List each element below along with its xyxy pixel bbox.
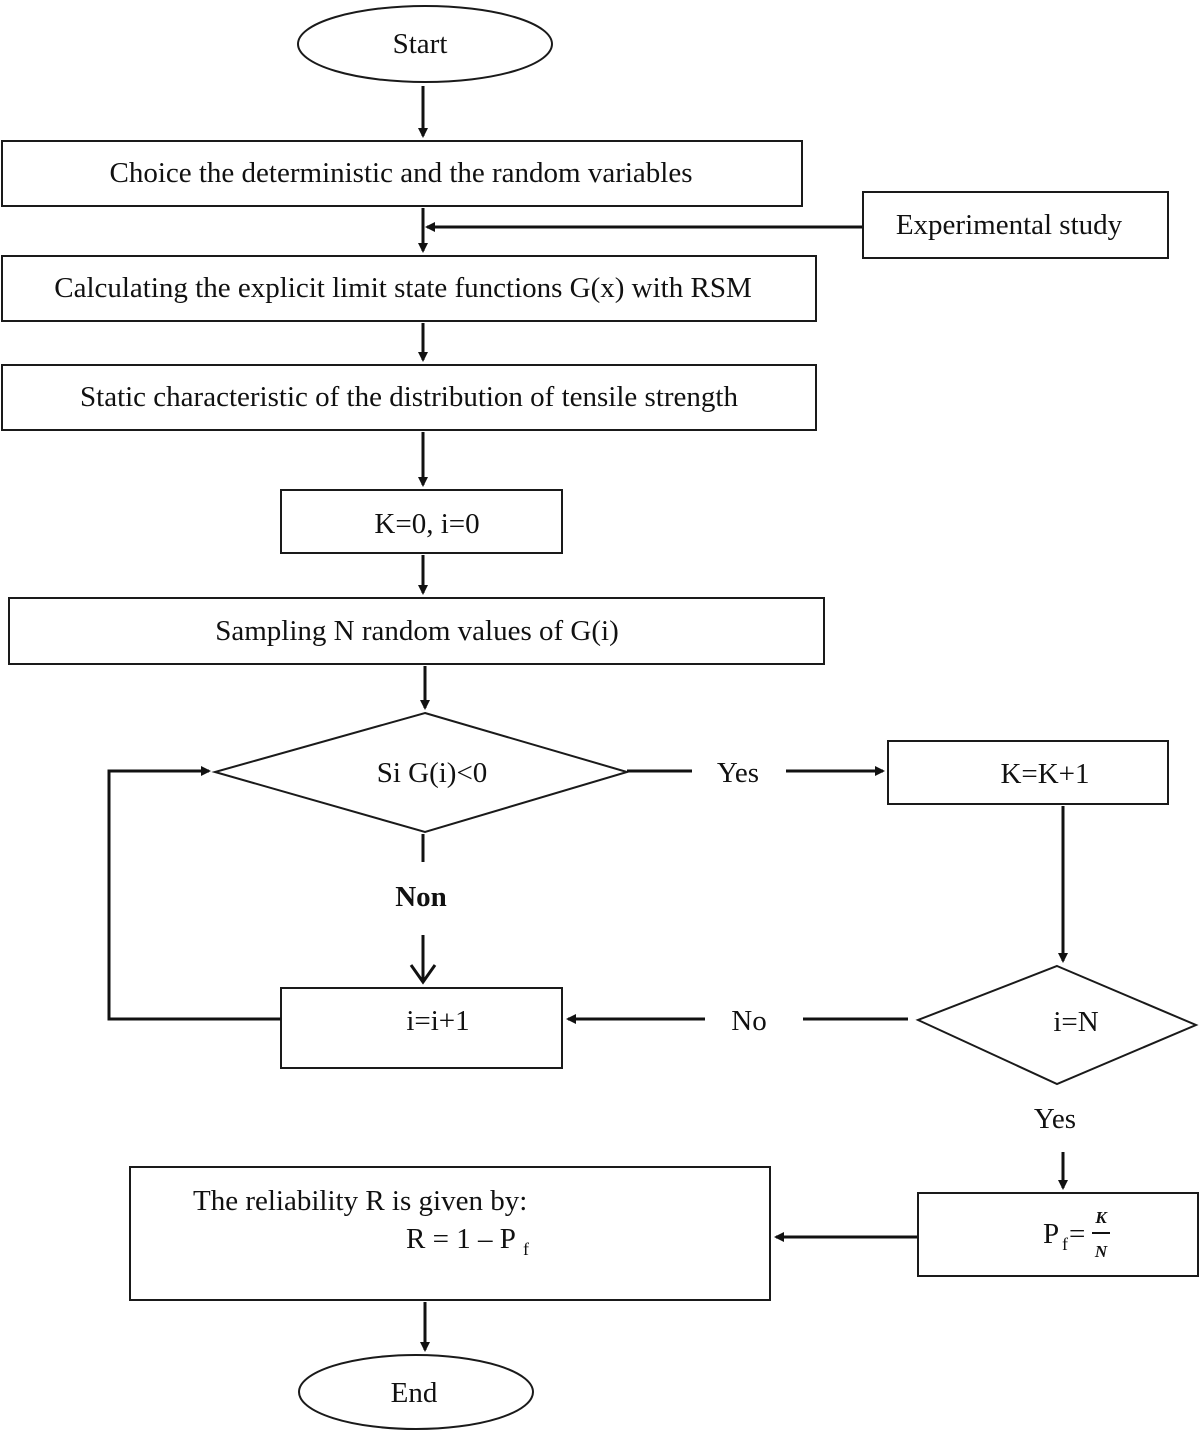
start-label: Start xyxy=(393,28,448,60)
choice-variables-label: Choice the deterministic and the random … xyxy=(109,157,692,189)
pf-equals: = xyxy=(1069,1218,1085,1250)
sampling-box: Sampling N random values of G(i) xyxy=(8,597,825,665)
edge-label-yes2: Yes xyxy=(1034,1103,1076,1135)
decision-g-negative: Si G(i)<0 xyxy=(211,711,631,834)
decision-i-equals-n: i=N xyxy=(915,964,1199,1086)
init-counters-box: K=0, i=0 xyxy=(280,489,563,554)
increment-k-box: K=K+1 xyxy=(887,740,1169,805)
static-characteristic-box: Static characteristic of the distributio… xyxy=(1,364,817,431)
edge-label-no: No xyxy=(731,1005,766,1037)
reliability-line2-sub: f xyxy=(523,1239,529,1259)
increment-i-box: i=i+1 xyxy=(280,987,563,1069)
arrow-loop-back xyxy=(107,766,281,1021)
edge-label-non: Non xyxy=(395,881,447,913)
start-node: Start xyxy=(297,5,553,83)
pf-lhs-sub: f xyxy=(1062,1234,1068,1254)
limit-state-function-box: Calculating the explicit limit state fun… xyxy=(1,255,817,322)
reliability-line1: The reliability R is given by: xyxy=(193,1185,527,1217)
static-characteristic-label: Static characteristic of the distributio… xyxy=(80,381,738,413)
choice-variables-box: Choice the deterministic and the random … xyxy=(1,140,803,207)
reliability-box: The reliability R is given by: R = 1 – P… xyxy=(129,1166,771,1301)
pf-denominator: N xyxy=(1094,1242,1108,1261)
increment-i-label: i=i+1 xyxy=(406,1005,469,1037)
pf-lhs: P xyxy=(1043,1218,1059,1250)
experimental-study-box: Experimental study xyxy=(862,191,1169,259)
reliability-line2: R = 1 – P xyxy=(406,1223,516,1255)
end-node: End xyxy=(298,1354,534,1430)
init-counters-label: K=0, i=0 xyxy=(374,508,479,540)
open-arrowhead-non xyxy=(409,964,437,985)
edge-label-yes1: Yes xyxy=(717,757,759,789)
end-label: End xyxy=(391,1377,438,1409)
failure-probability-box: P f = K N xyxy=(917,1192,1199,1277)
experimental-study-label: Experimental study xyxy=(896,209,1123,241)
limit-state-function-label: Calculating the explicit limit state fun… xyxy=(54,272,752,304)
increment-k-label: K=K+1 xyxy=(1000,758,1089,790)
sampling-label: Sampling N random values of G(i) xyxy=(215,615,619,647)
decision-i-equals-n-label: i=N xyxy=(1053,1006,1098,1038)
pf-numerator: K xyxy=(1094,1208,1108,1227)
decision-g-negative-label: Si G(i)<0 xyxy=(377,757,488,789)
